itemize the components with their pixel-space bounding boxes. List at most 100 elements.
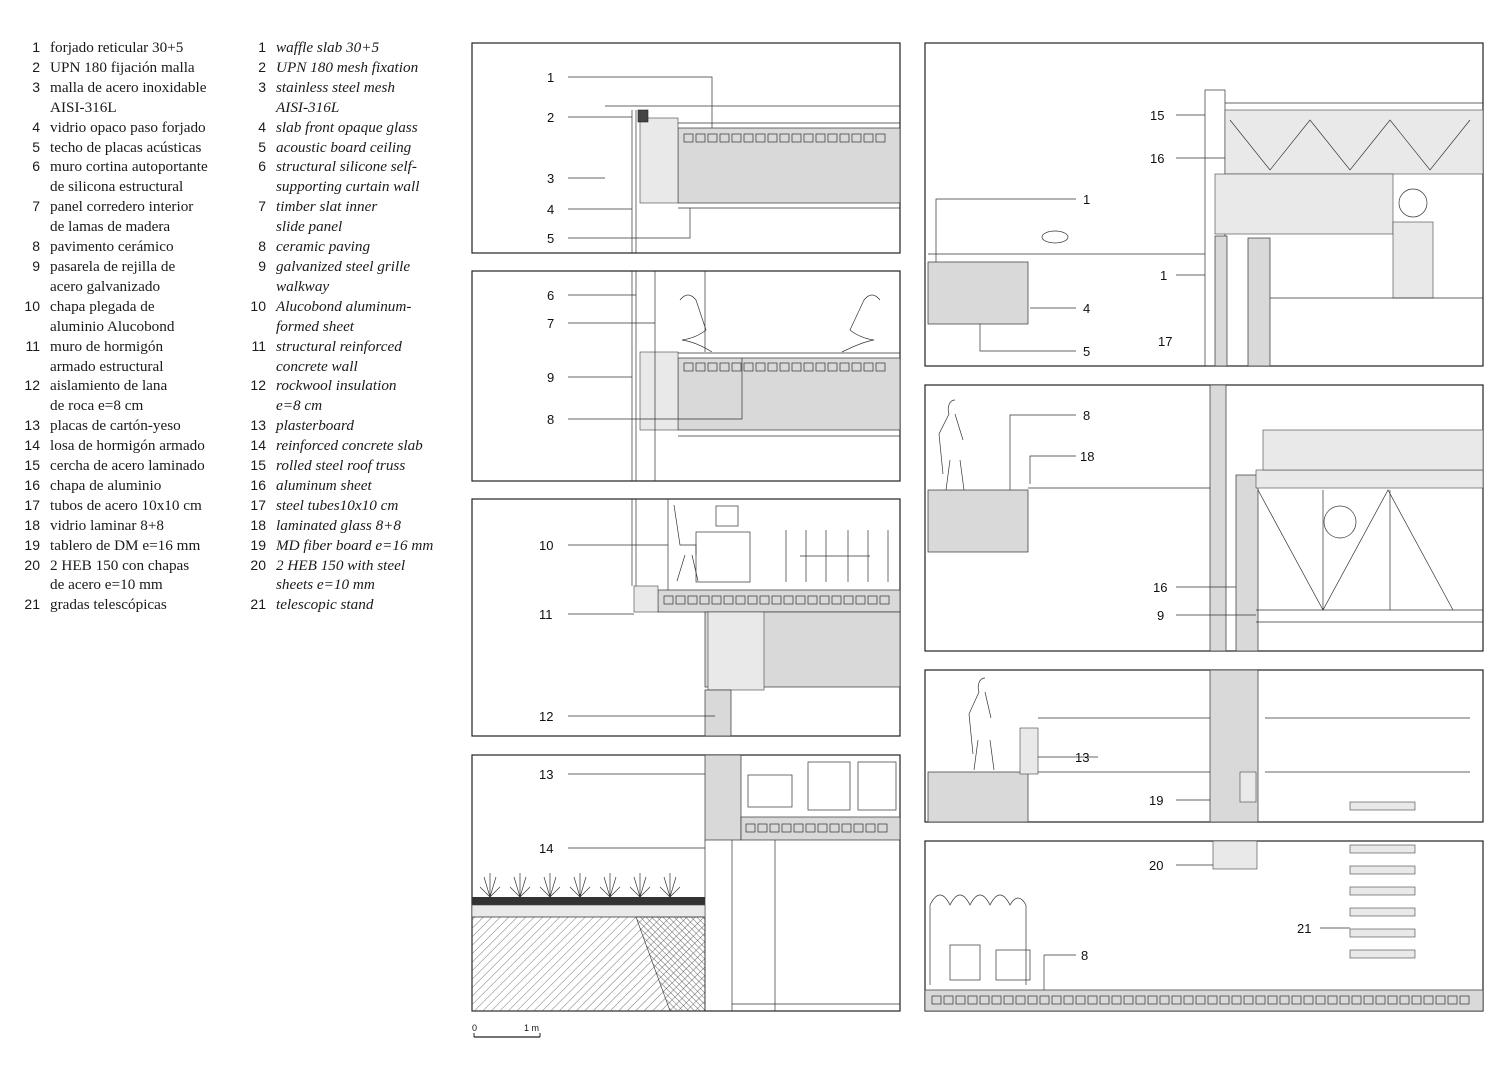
legend-text: structural reinforced xyxy=(276,337,402,355)
legend-number: 7 xyxy=(32,198,40,215)
callout-16: 16 xyxy=(1150,151,1164,166)
legend-text: rolled steel roof truss xyxy=(276,457,406,475)
legend-text: UPN 180 mesh fixation xyxy=(276,58,419,76)
leaders-right xyxy=(935,114,1350,956)
legend-text: steel tubes10x10 cm xyxy=(276,496,399,514)
legend-item: acero galvanizado xyxy=(14,277,208,297)
legend-number: 16 xyxy=(24,476,40,493)
leaders-left xyxy=(568,76,743,849)
legend-text: tablero de DM e=16 mm xyxy=(50,536,201,554)
legend-number: 8 xyxy=(32,238,40,255)
legend-text: pavimento cerámico xyxy=(50,238,174,256)
legend-text: pasarela de rejilla de xyxy=(50,257,176,275)
legend-number: 4 xyxy=(32,118,40,135)
legend-item: 17 tubos de acero 10x10 cm xyxy=(14,496,208,516)
callout-4: 4 xyxy=(547,202,554,217)
legend-text: armado estructural xyxy=(50,357,164,375)
legend-text: vidrio laminar 8+8 xyxy=(50,516,165,534)
legend-item: formed sheet xyxy=(240,317,433,337)
legend-text: timber slat inner xyxy=(276,198,378,216)
legend-text: reinforced concrete slab xyxy=(276,437,423,455)
legend-item: armado estructural xyxy=(14,357,208,377)
legend-item: concrete wall xyxy=(240,357,433,377)
legend-text: supporting curtain wall xyxy=(276,178,420,196)
legend-item: e=8 cm xyxy=(240,396,433,416)
callout-17: 17 xyxy=(1158,334,1172,349)
section-panel-h xyxy=(924,840,1484,1012)
legend-number: 19 xyxy=(250,536,266,553)
legend-item: walkway xyxy=(240,277,433,297)
callouts-left: 1 2 3 4 5 6 7 9 8 10 11 12 13 14 xyxy=(539,70,554,856)
legend-item: 21 gradas telescópicas xyxy=(14,595,208,615)
legend-number: 5 xyxy=(32,138,40,155)
callout-14: 14 xyxy=(539,841,553,856)
legend-text: de silicona estructural xyxy=(50,178,184,196)
legend-item: de lamas de madera xyxy=(14,217,208,237)
legend-number: 21 xyxy=(24,596,40,613)
legend-text: forjado reticular 30+5 xyxy=(50,39,184,56)
legend-text: chapa plegada de xyxy=(50,297,155,315)
legend-number: 11 xyxy=(25,337,40,354)
legend-number: 17 xyxy=(24,496,40,513)
section-panel-g xyxy=(924,669,1484,823)
legend-text: Alucobond aluminum- xyxy=(276,297,412,315)
legend-number: 17 xyxy=(250,496,266,513)
callout-10: 10 xyxy=(539,538,553,553)
legend-item: AISI-316L xyxy=(14,98,208,118)
section-panel-e xyxy=(924,42,1484,367)
legend-number: 21 xyxy=(250,596,266,613)
callout-5: 5 xyxy=(547,231,554,246)
callout-19: 19 xyxy=(1149,793,1163,808)
section-panel-c xyxy=(471,498,901,737)
legend-item: AISI-316L xyxy=(240,98,433,118)
legend-item: 9 pasarela de rejilla de xyxy=(14,257,208,277)
legend-text: gradas telescópicas xyxy=(50,596,167,614)
legend-text: tubos de acero 10x10 cm xyxy=(50,496,202,514)
scale-bar: 0 1 m xyxy=(472,1023,541,1038)
legend-text: rockwool insulation xyxy=(276,377,397,395)
section-panel-d xyxy=(471,754,901,1012)
legend-text: AISI-316L xyxy=(276,98,340,116)
legend-number: 4 xyxy=(258,118,266,135)
legend-text: 2 HEB 150 con chapas xyxy=(50,556,190,574)
legend-number: 8 xyxy=(258,238,266,255)
legend-item: 19 MD fiber board e=16 mm xyxy=(240,536,433,556)
legend-number: 1 xyxy=(258,39,266,55)
section-panel-f xyxy=(924,384,1484,652)
section-panel-b xyxy=(471,270,901,482)
legend-text: concrete wall xyxy=(276,357,358,375)
callout-8: 8 xyxy=(1081,948,1088,963)
legend-number: 9 xyxy=(32,257,40,274)
callout-11: 11 xyxy=(539,607,553,622)
legend-number: 12 xyxy=(24,377,40,394)
callout-12: 12 xyxy=(539,709,553,724)
legend-item: aluminio Alucobond xyxy=(14,317,208,337)
legend-text: walkway xyxy=(276,277,330,295)
legend-number: 2 xyxy=(32,58,40,75)
legend-text: vidrio opaco paso forjado xyxy=(50,118,206,136)
legend-text: aluminio Alucobond xyxy=(50,317,175,335)
legend-item: 4 vidrio opaco paso forjado xyxy=(14,118,208,138)
legend-item: de silicona estructural xyxy=(14,177,208,197)
legend-text: formed sheet xyxy=(276,317,355,335)
legend-text: slide panel xyxy=(276,218,343,236)
legend-text: structural silicone self- xyxy=(276,158,417,176)
legend-item: de acero e=10 mm xyxy=(14,575,208,595)
legend-text: stainless steel mesh xyxy=(276,78,395,96)
legend-item: 8 pavimento cerámico xyxy=(14,237,208,257)
legend-text: MD fiber board e=16 mm xyxy=(276,536,434,554)
callout-1: 1 xyxy=(1160,268,1167,283)
